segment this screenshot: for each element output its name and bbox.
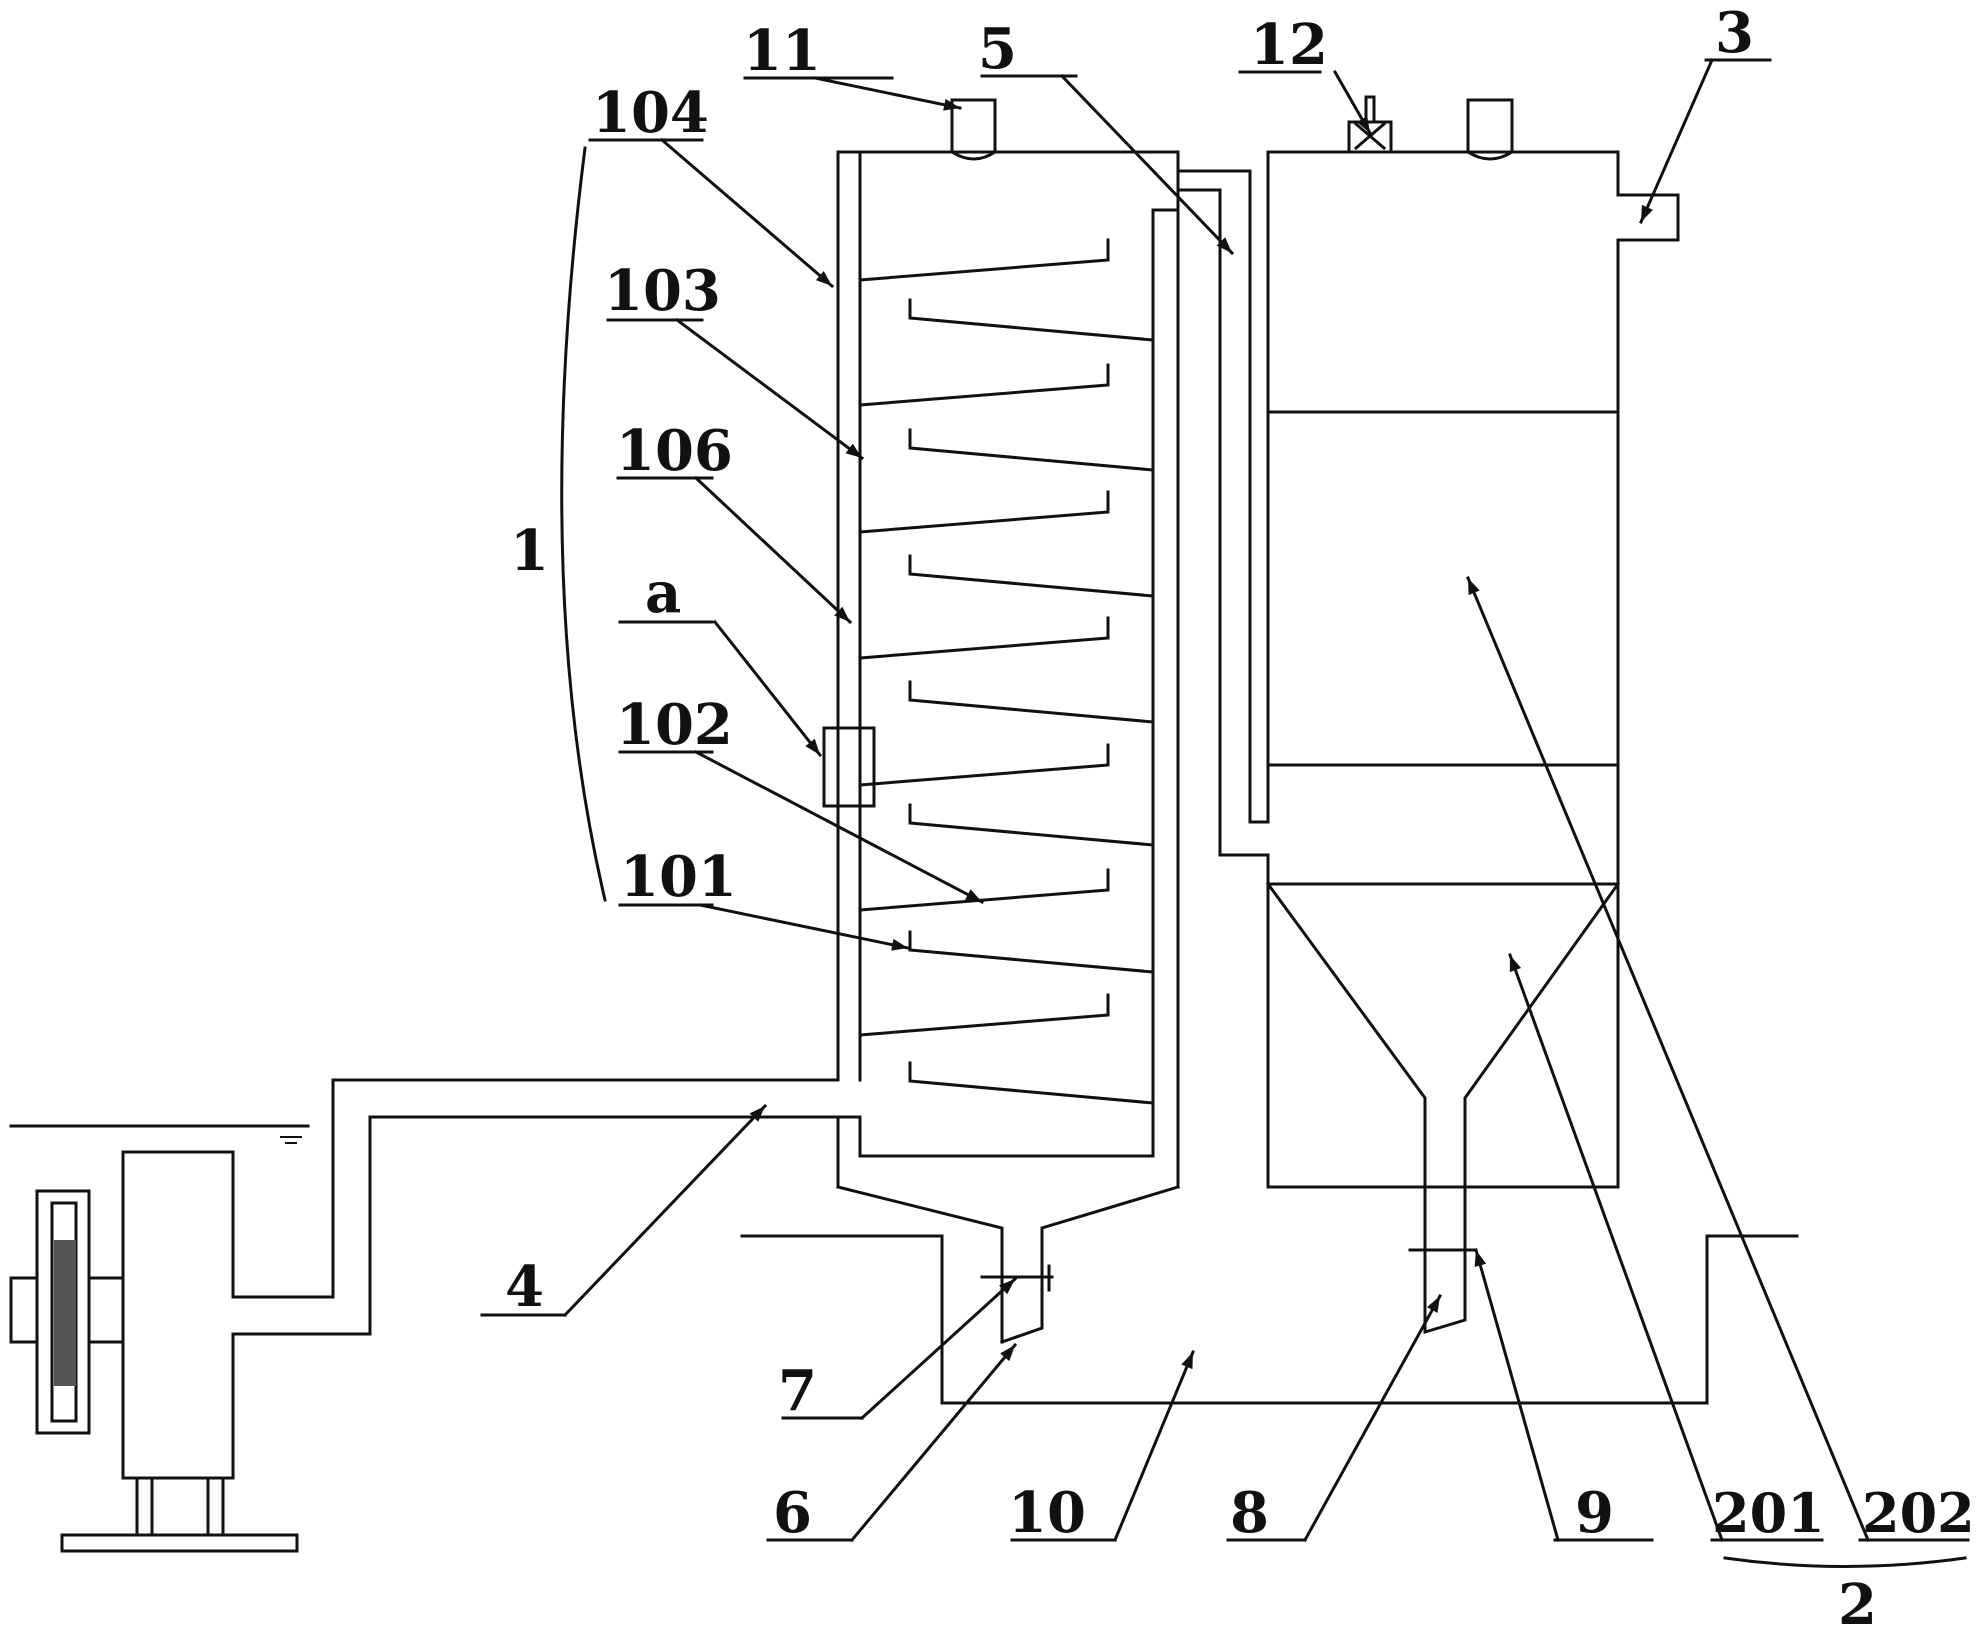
label-8: 8 [1230,1480,1269,1546]
leader-7 [859,1276,1018,1421]
label-4: 4 [505,1254,544,1320]
label-1: 1 [510,518,549,584]
arrow-12 [1356,116,1370,133]
pump-base [60,1533,299,1553]
leader-11 [813,76,962,110]
leader-9 [1474,1248,1560,1542]
arrow-heads [749,98,1653,1370]
tank-top-port [1465,98,1515,161]
leader-3 [1639,58,1714,224]
motor-winding-hatch [54,1240,76,1386]
detail-box-a [822,726,876,808]
leader-106 [693,475,853,625]
arrow-9 [1474,1250,1487,1268]
label-102: 102 [616,692,733,758]
arrow-101 [891,938,908,951]
inclined-plate-left [858,238,1110,282]
leader-a [712,619,823,758]
label-a: a [645,560,681,626]
tank-outer-wall [1266,150,1680,1189]
arrow-7 [999,1279,1015,1295]
arrow-102 [965,889,982,902]
inner-chamber-wall [858,208,1180,1158]
inclined-plate-right [908,554,1155,598]
motor-shaft-left [9,1276,39,1344]
arrow-202 [1468,578,1480,596]
inclined-plate-right [908,1061,1155,1105]
bracket-1 [560,146,607,902]
label-2: 2 [1838,1572,1877,1637]
bracket-2 [1723,1556,1967,1568]
leader-202 [1466,576,1870,1542]
inclined-plates [858,238,1155,1105]
inclined-plate-left [858,490,1110,534]
leader-10 [1113,1350,1195,1542]
arrow-6 [1000,1345,1015,1362]
label-6: 6 [773,1480,812,1546]
label-9: 9 [1575,1480,1614,1546]
arrow-5 [1216,237,1232,253]
valve-12-cross [1353,121,1387,151]
leader-8 [1302,1293,1443,1543]
label-3: 3 [1715,0,1754,66]
arrow-104 [815,271,832,286]
inclined-plate-right [908,803,1155,847]
arrow-11 [943,98,960,111]
collection-basin [740,1234,1799,1405]
arrow-10 [1181,1352,1193,1370]
inclined-plate-left [858,743,1110,787]
pipe-5-inner [1176,188,1270,886]
inclined-plate-left [858,616,1110,660]
inclined-plate-right [908,298,1155,342]
arrow-106 [834,606,850,622]
pipe-5-outer [1176,169,1252,824]
leader-4 [562,1103,768,1318]
label-10: 10 [1008,1480,1086,1546]
label-202: 202 [1862,1481,1975,1545]
leader-103 [674,317,865,461]
leader-104 [659,137,835,289]
arrow-3 [1641,204,1653,222]
label-12: 12 [1250,12,1328,78]
label-101: 101 [620,844,737,910]
inclined-plate-left [858,363,1110,407]
valve-12-stem [1364,95,1376,124]
settling-tank [1265,95,1680,1335]
motor-shaft-right [87,1276,125,1344]
vessel-hopper-left [836,1185,1004,1344]
leader-lines [480,58,1970,1568]
reactor-vessel [836,98,1180,1344]
label-201: 201 [1712,1481,1825,1545]
arrow-103 [845,443,862,458]
pump-unit [9,1078,862,1553]
inlet-pipe-upper-wall [121,1078,840,1299]
inclined-plate-right [908,680,1155,724]
inclined-plate-right [908,930,1155,974]
arrow-201 [1509,955,1522,973]
arrow-4 [749,1106,765,1122]
vessel-hopper-right [1000,1185,1180,1344]
arrow-8 [1427,1296,1440,1313]
connecting-pipe-5 [1176,169,1270,886]
leader-5 [1059,73,1235,256]
inclined-plate-left [858,868,1110,912]
inclined-plate-right [908,428,1155,472]
label-104: 104 [592,80,709,146]
label-103: 103 [604,258,721,324]
leader-102 [693,749,985,905]
label-7: 7 [778,1358,817,1424]
arrow-a [805,738,820,755]
leader-201 [1508,953,1724,1542]
inclined-plate-left [858,993,1110,1037]
label-106: 106 [616,418,733,484]
tank-hopper [1265,881,1621,1335]
leader-101 [698,903,910,950]
reference-labels: 11 5 12 3 104 103 106 1 a 102 101 4 7 6 … [505,0,1975,1637]
inlet-pipe-lower-wall [121,1115,862,1480]
label-5: 5 [978,16,1017,82]
label-11: 11 [743,18,821,84]
leader-6 [849,1342,1018,1543]
